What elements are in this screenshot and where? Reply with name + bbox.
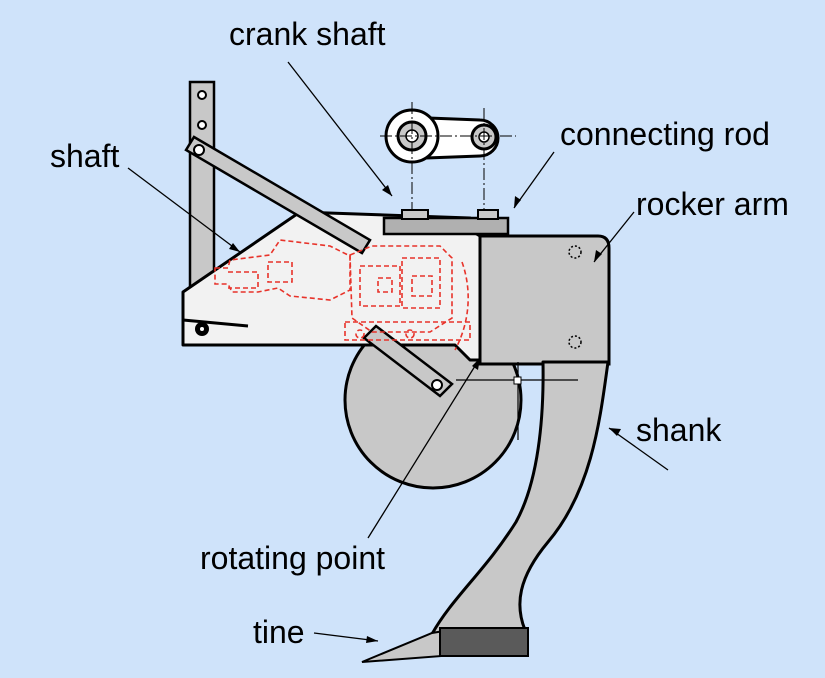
- crank-mechanism: [382, 108, 510, 236]
- diagonal-brace: [184, 135, 372, 255]
- label-connecting-rod: connecting rod: [560, 116, 770, 152]
- arrowhead-shank: [609, 428, 621, 436]
- label-shank: shank: [636, 412, 722, 448]
- arrowhead-shaft: [229, 243, 240, 252]
- label-rocker-arm: rocker arm: [636, 186, 789, 222]
- rocker-arm-part: [478, 234, 611, 366]
- hidden-drivetrain: [214, 239, 495, 351]
- arrowhead-rocker-arm: [594, 250, 602, 262]
- arrowhead-tine: [366, 636, 378, 643]
- arrowhead-rotating-point: [472, 358, 480, 370]
- hitch-bracket: [182, 318, 249, 336]
- disc-arm: [362, 324, 454, 398]
- centerlines: [380, 102, 516, 210]
- pivot-crosshair: [456, 362, 578, 440]
- arrowhead-connecting-rod: [514, 196, 521, 208]
- arrowhead-crank-shaft: [382, 185, 392, 196]
- label-crank-shaft: crank shaft: [229, 16, 386, 52]
- label-rotating-point: rotating point: [200, 540, 386, 576]
- leader-arrowheads: [229, 185, 621, 643]
- label-shaft: shaft: [50, 138, 120, 174]
- tine-part: [361, 627, 529, 663]
- label-tine: tine: [253, 614, 305, 650]
